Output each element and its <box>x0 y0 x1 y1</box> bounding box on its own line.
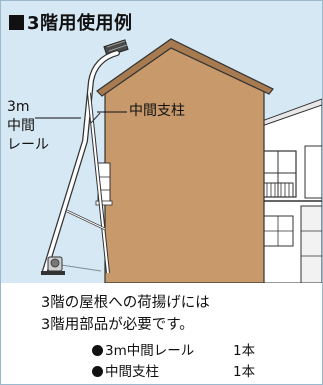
part-name: 中間支柱 <box>105 364 159 380</box>
main-building <box>95 38 274 283</box>
part-quantity: 1本 <box>233 364 256 380</box>
bullet-icon <box>92 366 103 377</box>
house-illustration <box>35 38 322 283</box>
bullet-icon <box>92 345 103 356</box>
diagram-title: 3階用使用例 <box>9 9 133 35</box>
pillar-label: 中間支柱 <box>129 103 185 119</box>
title-text: 3階用使用例 <box>27 13 133 34</box>
part-name: 3m中間レール <box>105 343 195 359</box>
rail-label-line3: レール <box>7 137 49 153</box>
caption-area: 3階の屋根への荷揚げには 3階用部品が必要です。 3m中間レール 1本 中間支柱… <box>1 283 322 384</box>
intermediate-pillar <box>66 92 110 274</box>
part-quantity: 1本 <box>233 343 256 359</box>
rail-label: 3m 中間 レール <box>7 98 49 155</box>
parts-list-item: 中間支柱 <box>92 360 159 380</box>
rail-label-line2: 中間 <box>7 118 35 134</box>
title-square-marker <box>9 14 24 30</box>
parts-list-item: 3m中間レール <box>92 339 194 359</box>
motor-unit <box>41 256 65 275</box>
illustration: 3階用使用例 3m 中間 レール 中間支柱 <box>1 1 322 283</box>
neighbor-house <box>249 98 322 283</box>
rail-label-line1: 3m <box>7 99 30 115</box>
caption-line-2: 3階用部品が必要です。 <box>41 317 194 333</box>
caption-line-1: 3階の屋根への荷揚げには <box>41 295 210 311</box>
